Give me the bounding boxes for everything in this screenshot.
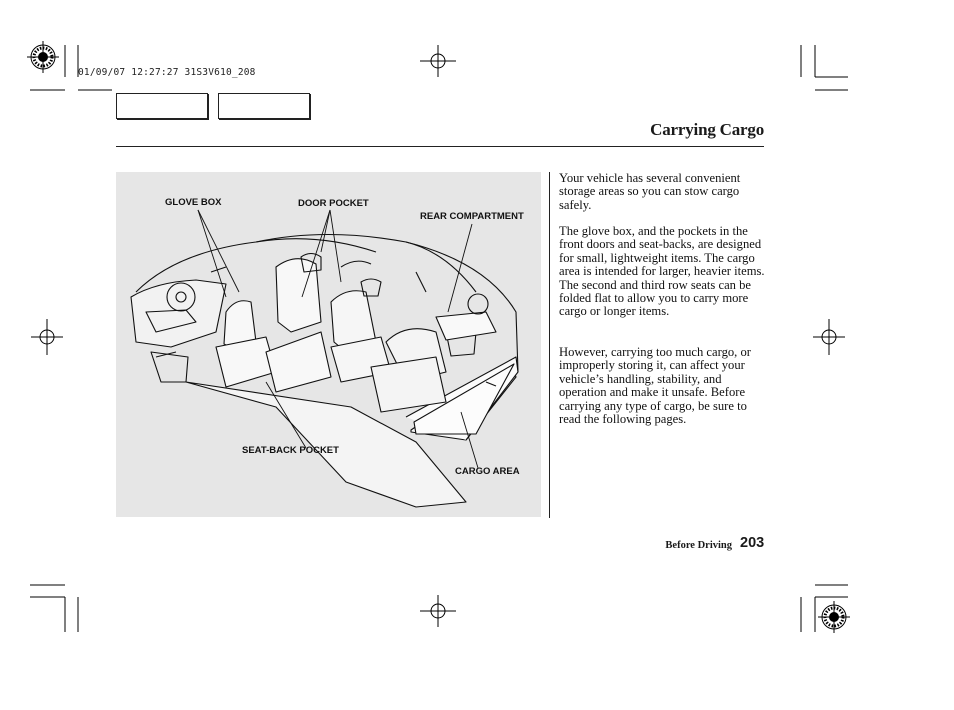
vehicle-interior-illustration xyxy=(130,209,519,508)
figure-panel: GLOVE BOX DOOR POCKET REAR COMPARTMENT S… xyxy=(116,172,541,517)
registration-starburst-icon xyxy=(27,41,59,73)
label-cargo-area: CARGO AREA xyxy=(455,466,520,477)
registration-crosshair-icon xyxy=(420,595,456,627)
registration-crosshair-icon xyxy=(420,45,456,77)
registration-crosshair-icon xyxy=(31,319,63,355)
nav-tab-box[interactable] xyxy=(218,93,310,119)
title-divider xyxy=(116,146,764,147)
paragraph-storage: The glove box, and the pockets in the fr… xyxy=(559,224,765,319)
registration-starburst-icon xyxy=(818,601,850,633)
registration-crosshair-icon xyxy=(813,319,845,355)
footer-section-title: Before Driving xyxy=(665,540,732,551)
column-divider xyxy=(549,172,550,518)
label-glove-box: GLOVE BOX xyxy=(165,197,222,208)
label-seat-back-pocket: SEAT-BACK POCKET xyxy=(242,445,339,456)
page-number: 203 xyxy=(740,535,765,551)
label-rear-compartment: REAR COMPARTMENT xyxy=(420,211,524,222)
nav-tab-box[interactable] xyxy=(116,93,208,119)
label-door-pocket: DOOR POCKET xyxy=(298,198,369,209)
print-stamp: 01/09/07 12:27:27 31S3V610_208 xyxy=(78,67,256,78)
paragraph-intro: Your vehicle has several convenient stor… xyxy=(559,171,741,212)
page-title: Carrying Cargo xyxy=(650,120,764,139)
paragraph-warning: However, carrying too much cargo, or imp… xyxy=(559,345,751,427)
